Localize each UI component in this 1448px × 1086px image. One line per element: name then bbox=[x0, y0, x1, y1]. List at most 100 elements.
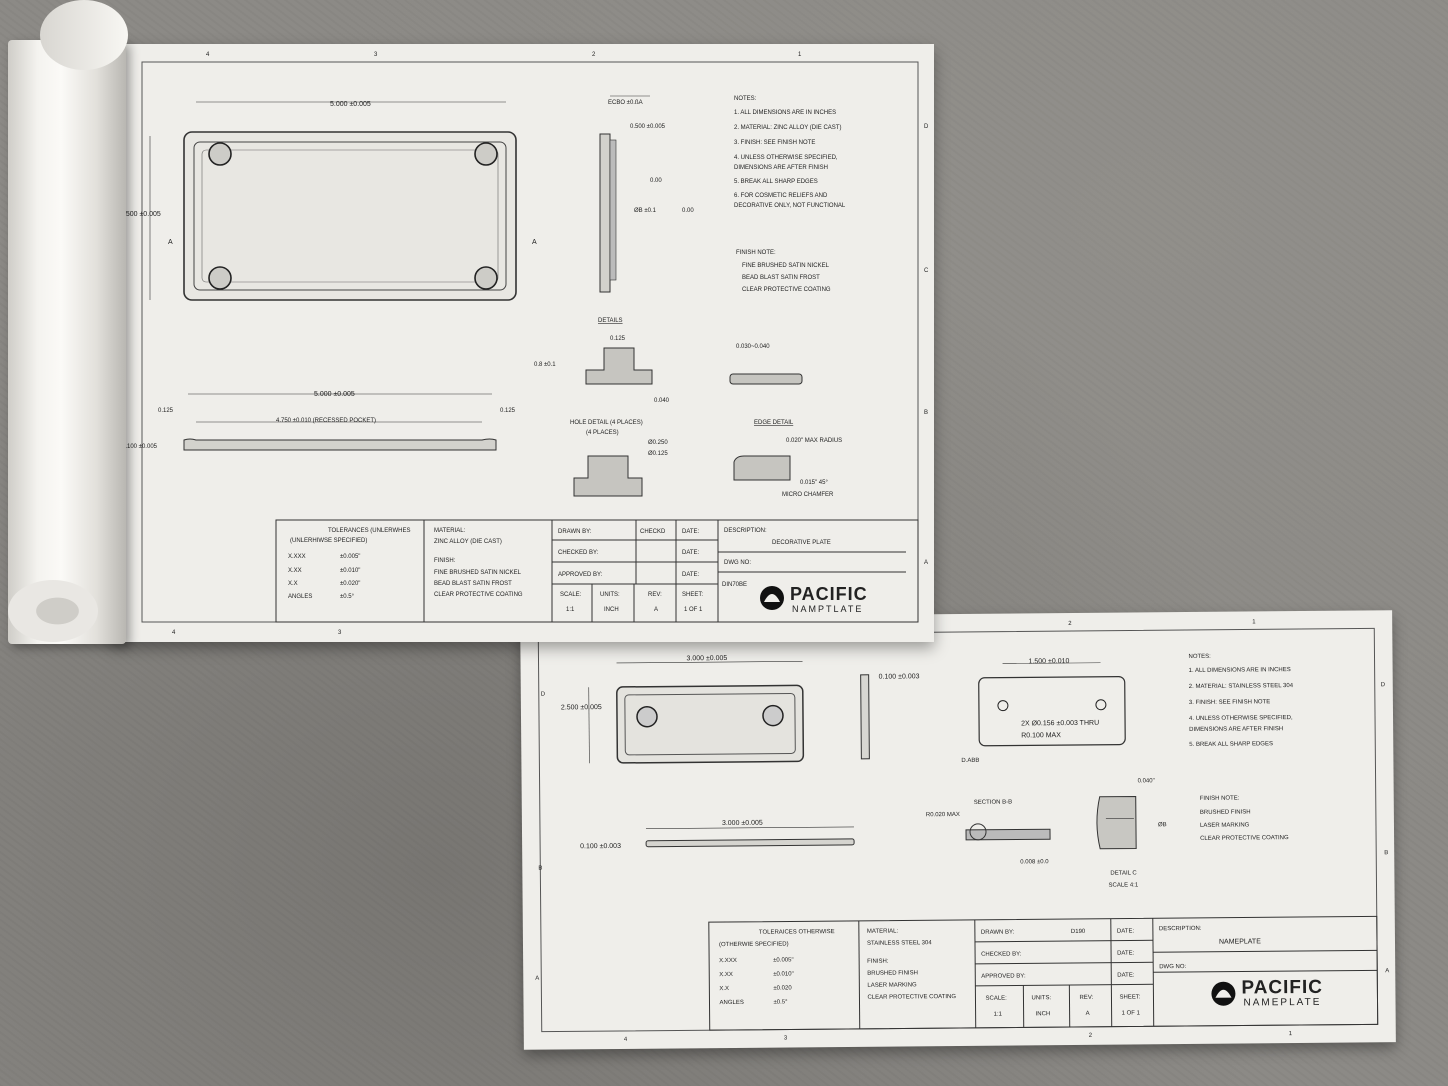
tol-key: ANGLES bbox=[288, 594, 312, 600]
margin-dimension: 0.125 bbox=[158, 408, 174, 414]
hole-pattern-view: 1.500 ±0.010 2X Ø0.156 ±0.003 THRU R0.10… bbox=[961, 658, 1126, 764]
radius-callout: R0.100 MAX bbox=[1021, 732, 1061, 739]
title-block: TOLERAICES OTHERWISE (OTHERWIE SPECIFIED… bbox=[708, 915, 1379, 1031]
tol-key: X.XX bbox=[719, 972, 733, 978]
note-line: DIMENSIONS ARE AFTER FINISH bbox=[734, 165, 828, 171]
zone-label: A bbox=[535, 976, 539, 982]
brand-name: PACIFIC bbox=[790, 584, 868, 604]
scale-value: 1:1 bbox=[566, 607, 575, 613]
drawn-by-label: DRAWN BY: bbox=[981, 930, 1015, 936]
side-view: 0.100 ±0.003 bbox=[860, 673, 920, 760]
description-value: DECORATIVE PLATE bbox=[772, 540, 831, 546]
tol-value: ±0.005" bbox=[773, 957, 793, 963]
note-line: 6. FOR COSMETIC RELIEFS AND bbox=[734, 193, 828, 199]
pacific-logo-icon bbox=[760, 586, 784, 610]
hole-detail-subtitle: (4 PLACES) bbox=[586, 430, 619, 436]
approved-by-label: APPROVED BY: bbox=[981, 973, 1026, 979]
tol-key: X.XXX bbox=[719, 958, 737, 964]
nameplate-drawing-sheet: 2 1 4 3 2 1 D B A D B A 3.000 ±0.005 2.5… bbox=[520, 610, 1396, 1050]
zone-label: 2 bbox=[1089, 1033, 1093, 1039]
zone-label: 2 bbox=[1068, 621, 1072, 627]
side-dimension: 0.00 bbox=[650, 178, 662, 184]
rev-label: REV: bbox=[1079, 995, 1093, 1001]
dwg-no-label: DWG NO: bbox=[1159, 964, 1186, 970]
zone-label: B bbox=[924, 410, 928, 416]
pocket-dimension: 4.750 ±0.010 (RECESSED POCKET) bbox=[276, 418, 376, 424]
hole-diameter: Ø0.125 bbox=[648, 451, 668, 457]
zone-label: 2 bbox=[592, 52, 596, 58]
scale-value: 1:1 bbox=[994, 1012, 1003, 1018]
zone-label: 1 bbox=[1252, 619, 1256, 625]
zone-label: A bbox=[924, 560, 928, 566]
tol-value: ±0.010" bbox=[773, 971, 793, 977]
margin-dimension: 0.125 bbox=[500, 408, 516, 414]
drawn-by-label: DRAWN BY: bbox=[558, 529, 592, 535]
brand-name: PACIFIC bbox=[1241, 977, 1323, 999]
zone-label: C bbox=[924, 268, 929, 274]
zone-label: 3 bbox=[374, 52, 378, 58]
description-value: NAMEPLATE bbox=[1219, 938, 1261, 945]
zone-label: 1 bbox=[798, 52, 802, 58]
dwg-no-value: DIN70BE bbox=[722, 582, 747, 588]
zone-label: D bbox=[541, 692, 546, 698]
hole-detail-title: HOLE DETAIL (4 PLACES) bbox=[570, 420, 643, 426]
zone-label: 4 bbox=[624, 1037, 628, 1043]
tol-key: X.XXX bbox=[288, 554, 306, 560]
sheet-label: SHEET: bbox=[682, 592, 703, 598]
section-marker: A bbox=[168, 239, 173, 246]
rev-value: A bbox=[1086, 1011, 1090, 1017]
approved-by-label: APPROVED BY: bbox=[558, 572, 603, 578]
finish-line: FINE BRUSHED SATIN NICKEL bbox=[742, 263, 830, 269]
description-label: DESCRIPTION: bbox=[724, 528, 767, 534]
hole-diameter: Ø0.250 bbox=[648, 440, 668, 446]
sheet-value: 1 OF 1 bbox=[1122, 1010, 1141, 1016]
units-value: INCH bbox=[1036, 1011, 1051, 1017]
tolerances-title: TOLERANCES (UNLERWHES bbox=[328, 528, 410, 534]
tolerances-title: TOLERAICES OTHERWISE bbox=[759, 929, 835, 936]
date-label: DATE: bbox=[682, 572, 700, 578]
section-marker: A bbox=[532, 239, 537, 246]
detail-dimension: 0.030~0.040 bbox=[736, 344, 770, 350]
finish-value: BRUSHED FINISH bbox=[867, 970, 918, 976]
date-label: DATE: bbox=[682, 550, 700, 556]
width-dimension: 5.000 ±0.005 bbox=[330, 101, 371, 108]
tol-value: ±0.010" bbox=[340, 568, 360, 574]
tolerances-subtitle: (OTHERWIE SPECIFIED) bbox=[719, 941, 789, 948]
front-view: 3.000 ±0.005 2.500 ±0.005 bbox=[561, 655, 805, 764]
material-label: MATERIAL: bbox=[434, 528, 466, 534]
details-title: DETAILS bbox=[598, 318, 623, 324]
edge-view: 3.000 ±0.005 0.100 ±0.003 bbox=[580, 820, 855, 850]
side-dimension: 0.00 bbox=[682, 208, 694, 214]
finish-line: CLEAR PROTECTIVE COATING bbox=[1200, 835, 1289, 842]
detail-dimension: 0.125 bbox=[610, 336, 626, 342]
finish-value: CLEAR PROTECTIVE COATING bbox=[434, 592, 523, 598]
checked-by-label: CHECKED BY: bbox=[558, 550, 599, 556]
side-section: ECBO ±0.ßA 0.500 ±0.005 0.00 ØB ±0.1 0.0… bbox=[599, 95, 694, 293]
date-label: DATE: bbox=[682, 529, 700, 535]
hole-callout: 2X Ø0.156 ±0.003 THRU bbox=[1021, 720, 1099, 728]
material-value: STAINLESS STEEL 304 bbox=[867, 940, 932, 947]
edge-view: 5.000 ±0.005 4.750 ±0.010 (RECESSED POCK… bbox=[122, 391, 516, 451]
units-label: UNITS: bbox=[600, 592, 620, 598]
tol-value: ±0.005" bbox=[340, 554, 360, 560]
side-thickness-dimension: 0.100 ±0.003 bbox=[879, 673, 920, 680]
finish-title: FINISH NOTE: bbox=[1200, 796, 1240, 802]
edge-thickness-dimension: 0.100 ±0.003 bbox=[580, 843, 621, 850]
note-line: 3. FINISH: SEE FINISH NOTE bbox=[1189, 699, 1270, 706]
side-width-dimension: ECBO ±0.ßA bbox=[608, 100, 643, 106]
checked-by-label: CHECKED BY: bbox=[981, 951, 1022, 957]
detail-dimension: 0.040 bbox=[654, 398, 670, 404]
section-b-b: SECTION B-B R0.020 MAX 0.008 ±0.0 bbox=[926, 800, 1051, 865]
sheet-value: 1 OF 1 bbox=[684, 607, 703, 613]
note-line: 4. UNLESS OTHERWISE SPECIFIED, bbox=[1189, 715, 1293, 722]
height-dimension: 2.500 ±0.005 bbox=[120, 211, 161, 218]
sheet-label: SHEET: bbox=[1119, 994, 1140, 1000]
detail-dimension: 0.040" bbox=[1138, 778, 1155, 784]
edge-width-dimension: 3.000 ±0.005 bbox=[722, 820, 763, 827]
section-depth: 0.008 ±0.0 bbox=[1020, 859, 1049, 865]
detail-dimension: 0.8 ±0.1 bbox=[534, 362, 556, 368]
detail-scale: SCALE 4:1 bbox=[1108, 882, 1138, 888]
note-line: DIMENSIONS ARE AFTER FINISH bbox=[1189, 726, 1283, 733]
tol-key: ANGLES bbox=[719, 1000, 743, 1006]
description-label: DESCRIPTION: bbox=[1159, 926, 1202, 932]
